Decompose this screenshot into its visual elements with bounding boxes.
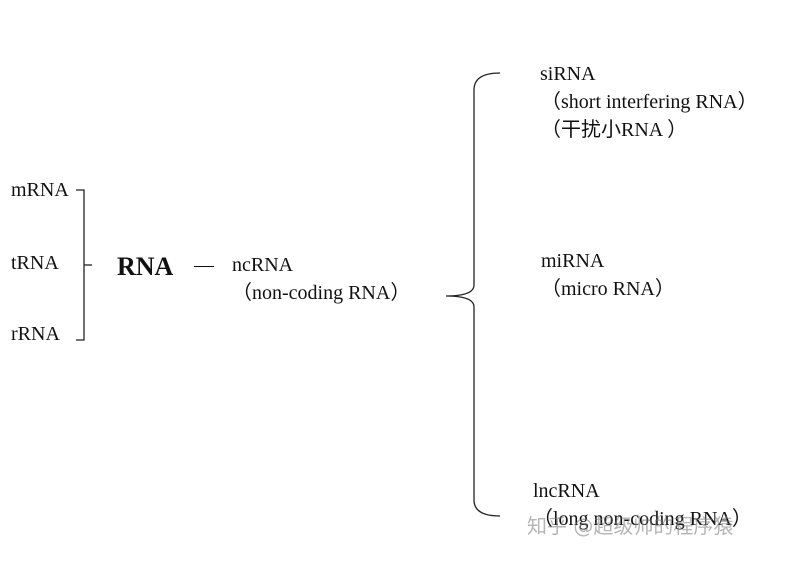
ncrna-label: ncRNA (232, 254, 294, 276)
right-curly-brace (445, 72, 501, 517)
ncrna-full-name: （non-coding RNA） (232, 282, 411, 304)
lncrna-label: lncRNA (533, 480, 600, 502)
mirna-full-name: （micro RNA） (541, 278, 675, 300)
watermark: 知乎 @超级帅的程序猿 (527, 514, 734, 538)
rrna-label: rRNA (11, 323, 60, 345)
left-bracket (76, 189, 85, 341)
mirna-label: miRNA (541, 250, 605, 272)
rna-title: RNA (117, 252, 174, 281)
mrna-label: mRNA (11, 179, 69, 201)
lncrna-full-name: （long non-coding RNA） (533, 508, 752, 530)
connector-dash: — (194, 254, 214, 276)
sirna-chinese-name: （干扰小RNA ） (541, 119, 688, 141)
trna-label: tRNA (11, 252, 59, 274)
sirna-full-name: （short interfering RNA） (541, 91, 758, 113)
sirna-label: siRNA (540, 63, 596, 85)
